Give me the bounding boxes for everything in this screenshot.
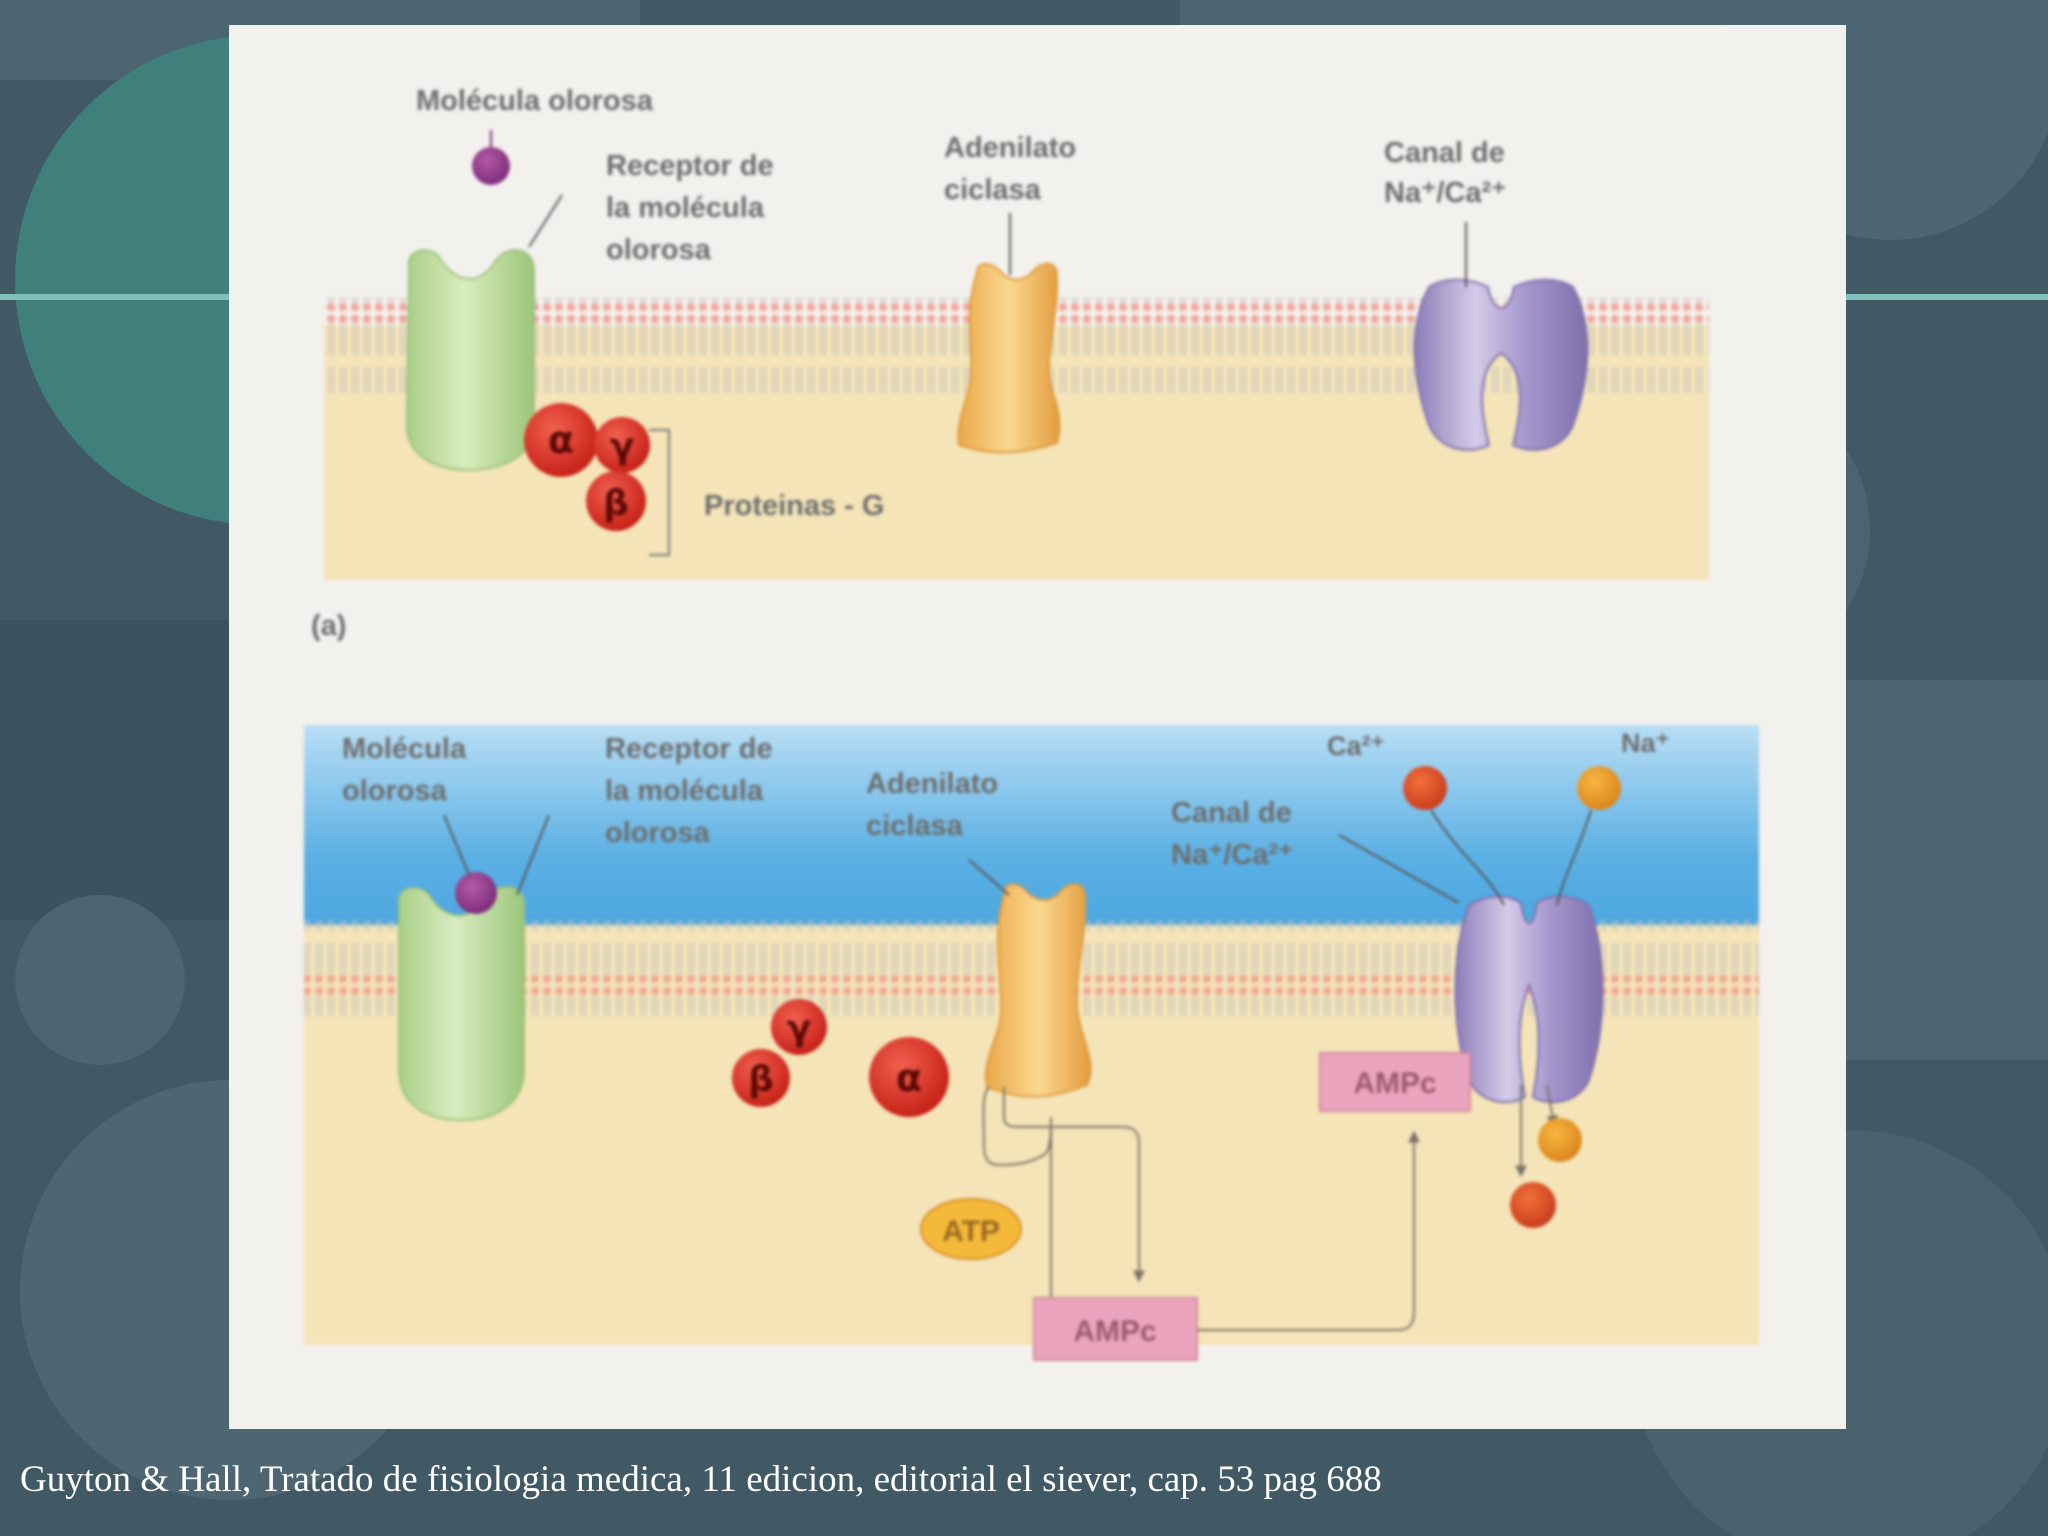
g-beta-a-label: β [603, 483, 629, 524]
atp-to-camp-arrow [982, 1086, 1052, 1325]
g-alpha-a [524, 403, 598, 477]
g-beta-b-label: β [748, 1059, 774, 1100]
receptor-b-label-1: Receptor de [605, 733, 773, 765]
ac-output-line [1003, 1087, 1145, 1283]
figure-photo: α γ β Molécula olorosa Receptor de la mo… [229, 25, 1846, 1429]
g-gamma-b [771, 999, 827, 1055]
ca-ion-path [1430, 809, 1505, 906]
odor-molecule-b [455, 872, 497, 914]
camp-label-lower: AMPc [1073, 1315, 1156, 1348]
odor-molecule-a [472, 147, 510, 185]
g-proteins-label: Proteinas - G [704, 490, 885, 522]
na-ion-label: Na⁺ [1621, 728, 1670, 758]
ion-channel-b [1454, 895, 1604, 1104]
channel-b-label-2: Na⁺/Ca²⁺ [1171, 839, 1293, 871]
na-ion-outside [1577, 766, 1621, 810]
adenylate-b-pointer [968, 859, 1010, 896]
receptor-b-label-2: la molécula [605, 775, 764, 807]
receptor-a-label-2: la molécula [606, 192, 765, 224]
receptor-b-label-3: olorosa [605, 817, 711, 849]
panel-a-label: (a) [311, 610, 346, 642]
channel-a-label-1: Canal de [1384, 137, 1505, 169]
g-gamma-a [594, 417, 650, 473]
ca-ion-inside [1510, 1182, 1556, 1228]
panel-a: α γ β Molécula olorosa Receptor de la mo… [311, 85, 1709, 642]
panel-b: γ β α ATP [304, 725, 1759, 1361]
g-beta-b [732, 1049, 790, 1107]
g-protein-bracket [649, 429, 670, 556]
g-alpha-a-label: α [548, 418, 574, 462]
g-alpha-b-label: α [896, 1056, 922, 1100]
na-ion-path [1556, 809, 1592, 906]
channel-a-label-2: Na⁺/Ca²⁺ [1384, 177, 1506, 209]
adenylate-b-label-1: Adenilato [866, 768, 998, 800]
ca-ion-outside [1403, 766, 1447, 810]
camp-label-upper: AMPc [1353, 1067, 1436, 1100]
g-gamma-b-label: γ [787, 1008, 812, 1049]
odor-molecule-b-label-1: Molécula [342, 733, 467, 765]
camp-box-lower [1033, 1297, 1198, 1361]
na-ion-inside [1538, 1118, 1582, 1162]
adenylate-a-label-2: ciclasa [944, 174, 1042, 206]
source-caption: Guyton & Hall, Tratado de fisiologia med… [20, 1459, 1382, 1500]
receptor-a [405, 249, 535, 472]
atp-label: ATP [942, 1215, 1000, 1248]
olfactory-transduction-diagram: α γ β Molécula olorosa Receptor de la mo… [304, 85, 1759, 1361]
receptor-a-pointer [528, 194, 563, 248]
g-gamma-a-label: γ [610, 426, 635, 467]
adenylate-a-label-1: Adenilato [944, 132, 1076, 164]
channel-b-pointer [1338, 834, 1460, 904]
receptor-a-label-3: olorosa [606, 234, 712, 266]
camp-to-channel-arrow [1197, 1130, 1420, 1331]
odor-molecule-a-label: Molécula olorosa [416, 85, 654, 117]
adenylate-b-label-2: ciclasa [866, 810, 964, 842]
odor-molecule-b-pointer [443, 814, 470, 876]
receptor-b [397, 886, 525, 1122]
receptor-a-label-1: Receptor de [606, 150, 774, 182]
camp-box-upper [1319, 1052, 1471, 1112]
odor-molecule-b-label-2: olorosa [342, 775, 448, 807]
ca-ion-label: Ca²⁺ [1327, 731, 1385, 761]
ion-channel-a [1413, 278, 1589, 451]
g-beta-a [586, 471, 646, 531]
channel-b-label-1: Canal de [1171, 797, 1292, 829]
adenylate-cyclase-a [957, 262, 1061, 454]
receptor-b-pointer [516, 814, 550, 896]
adenylate-cyclase-b [984, 883, 1092, 1098]
atp-oval [920, 1198, 1022, 1260]
g-alpha-b [869, 1037, 949, 1117]
na-ion-influx-arrow [1546, 1084, 1559, 1128]
